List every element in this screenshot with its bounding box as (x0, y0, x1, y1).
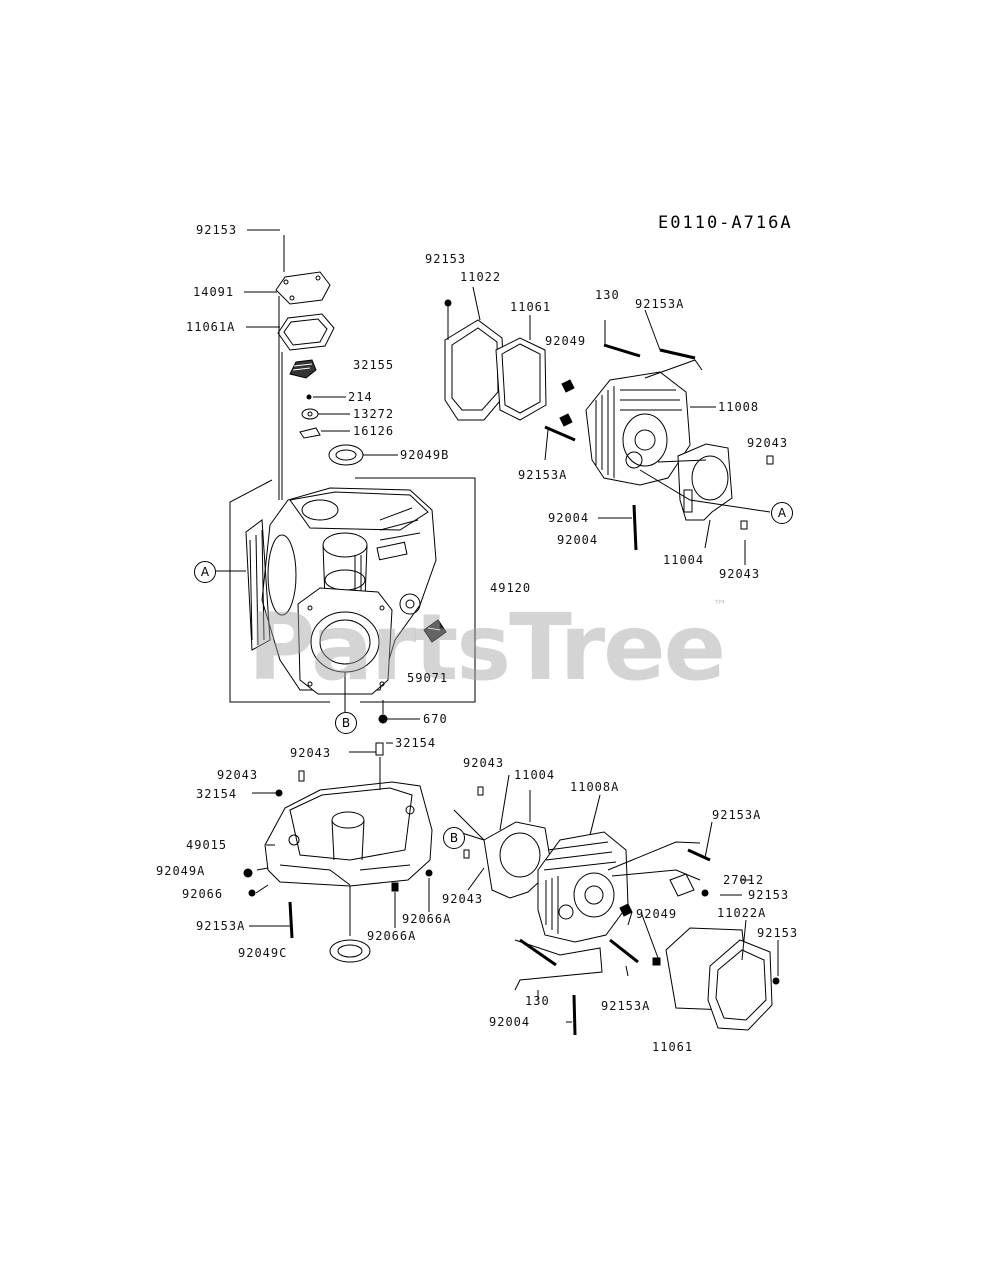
part-label[interactable]: 32154 (196, 787, 238, 801)
part-label[interactable]: 92153A (635, 297, 685, 311)
part-label[interactable]: 92049 (636, 907, 678, 921)
part-label[interactable]: 92043 (719, 567, 761, 581)
part-label[interactable]: 130 (595, 288, 620, 302)
part-label[interactable]: 27012 (723, 873, 765, 887)
part-label[interactable]: 92049B (400, 448, 450, 462)
part-label[interactable]: 92049 (545, 334, 587, 348)
part-label[interactable]: 11061 (652, 1040, 694, 1054)
part-label[interactable]: 32155 (353, 358, 395, 372)
part-label[interactable]: 92153A (712, 808, 762, 822)
part-label[interactable]: 16126 (353, 424, 395, 438)
part-label[interactable]: 214 (348, 390, 373, 404)
part-label[interactable]: 11022 (460, 270, 502, 284)
part-label[interactable]: 11022A (717, 906, 767, 920)
part-label[interactable]: 92043 (463, 756, 505, 770)
part-label[interactable]: 32154 (395, 736, 437, 750)
part-label[interactable]: 92153A (196, 919, 246, 933)
partstree-watermark: PartsTree (248, 594, 726, 701)
part-label[interactable]: 92066A (402, 912, 452, 926)
part-label[interactable]: 92043 (217, 768, 259, 782)
cylinder-head-2-assembly (453, 774, 780, 1036)
part-label[interactable]: 92049A (156, 864, 206, 878)
part-label[interactable]: 92043 (290, 746, 332, 760)
part-label[interactable]: 92153 (748, 888, 790, 902)
crankcase-cover-assembly (243, 742, 433, 963)
part-label[interactable]: 92004 (557, 533, 599, 547)
part-label[interactable]: 92043 (747, 436, 789, 450)
trademark-symbol: ™ (713, 598, 727, 614)
callout-a-right: A (771, 502, 793, 524)
part-label[interactable]: 14091 (193, 285, 235, 299)
part-label[interactable]: 92153A (518, 468, 568, 482)
drawing-id: E0110-A716A (658, 213, 793, 233)
crankcase-assembly (216, 229, 476, 724)
part-label[interactable]: 92153 (757, 926, 799, 940)
part-label[interactable]: 11008A (570, 780, 620, 794)
part-label[interactable]: 92004 (548, 511, 590, 525)
callout-b-bottom: B (443, 827, 465, 849)
part-label[interactable]: 670 (423, 712, 448, 726)
part-label[interactable]: 92153A (601, 999, 651, 1013)
part-label[interactable]: 92066 (182, 887, 224, 901)
part-label[interactable]: 11061A (186, 320, 236, 334)
callout-a-left: A (194, 561, 216, 583)
part-label[interactable]: 13272 (353, 407, 395, 421)
part-label[interactable]: 92153 (425, 252, 467, 266)
part-label[interactable]: 92066A (367, 929, 417, 943)
part-label[interactable]: 59071 (407, 671, 449, 685)
callout-b-top: B (335, 712, 357, 734)
part-label[interactable]: 11004 (514, 768, 556, 782)
part-label[interactable]: 92043 (442, 892, 484, 906)
part-label[interactable]: 11061 (510, 300, 552, 314)
part-label[interactable]: 92153 (196, 223, 238, 237)
cylinder-head-1-assembly (444, 286, 774, 565)
part-label[interactable]: 92004 (489, 1015, 531, 1029)
part-label[interactable]: 49015 (186, 838, 228, 852)
part-label[interactable]: 92049C (238, 946, 288, 960)
part-label[interactable]: 11008 (718, 400, 760, 414)
part-label[interactable]: 49120 (490, 581, 532, 595)
part-label[interactable]: 130 (525, 994, 550, 1008)
part-label[interactable]: 11004 (663, 553, 705, 567)
